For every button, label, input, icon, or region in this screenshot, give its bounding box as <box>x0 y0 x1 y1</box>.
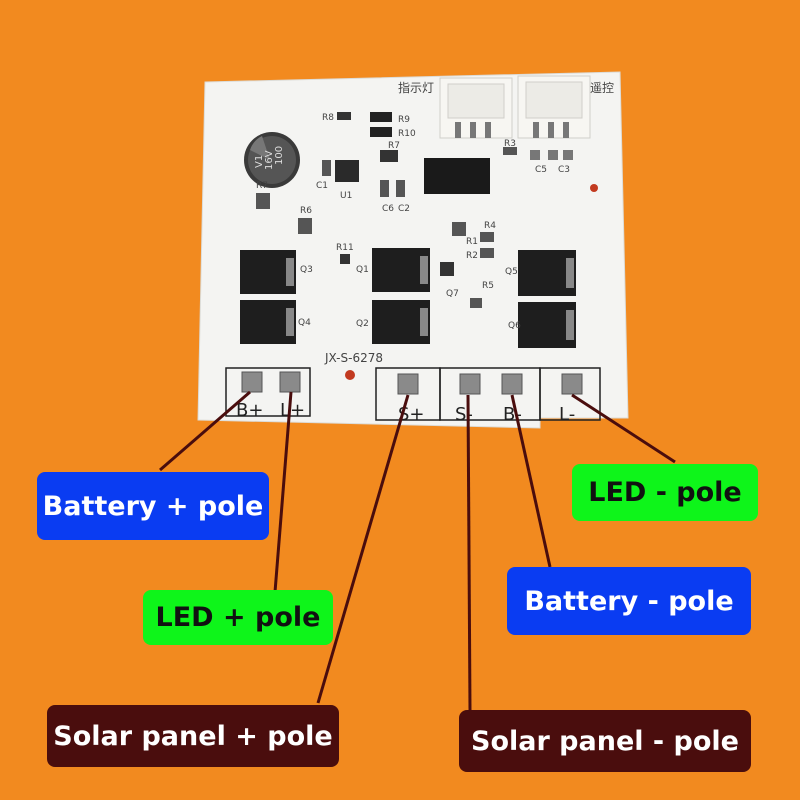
r2-label: R2 <box>466 251 478 261</box>
terminal-pads <box>241 371 583 395</box>
capacitor-marking-3: V1 <box>254 155 265 168</box>
q4-label: Q4 <box>298 318 311 328</box>
terminal-b-plus: B+ <box>236 400 263 421</box>
r4-label: R4 <box>484 221 496 231</box>
leader-battery-minus <box>510 394 552 568</box>
smd-components <box>256 112 598 380</box>
led-plus-label: LED + pole <box>143 590 333 645</box>
solar-minus-label: Solar panel - pole <box>459 710 751 772</box>
capacitor-marking-1: 100 <box>274 146 285 165</box>
remote-connector <box>517 75 591 139</box>
q1-label: Q1 <box>356 265 369 275</box>
terminal-l-plus: L+ <box>280 400 305 421</box>
r6-label: R6 <box>300 206 312 216</box>
r1-label: R1 <box>466 237 478 247</box>
q6-label: Q6 <box>508 321 521 331</box>
c1-label: C1 <box>316 181 328 191</box>
q3-label: Q3 <box>300 265 313 275</box>
battery-minus-label: Battery - pole <box>507 567 751 635</box>
c5-label: C5 <box>535 165 547 175</box>
mosfet-q5 <box>518 250 576 296</box>
r3-label: R3 <box>504 139 516 149</box>
r11-label: R11 <box>336 243 354 253</box>
terminal-l-minus: L- <box>559 404 575 425</box>
mosfet-q3 <box>240 250 296 294</box>
leader-battery-plus <box>159 390 251 472</box>
r9-label: R9 <box>398 115 410 125</box>
leader-led-minus <box>571 393 676 464</box>
r8-label: R8 <box>322 113 334 123</box>
c6-label: C6 <box>382 204 394 214</box>
battery-plus-label: Battery + pole <box>37 472 269 540</box>
indicator-connector-label: 指示灯 <box>398 80 434 95</box>
component-designators: R8 R9 R10 R7 C1 U1 R3 C5 C3 C6 C2 R6 R7 … <box>256 113 570 331</box>
r10-label: R10 <box>398 129 416 139</box>
c3-label: C3 <box>558 165 570 175</box>
r7-label: R7 <box>388 141 400 151</box>
leader-solar-minus <box>466 394 472 711</box>
mosfet-q4 <box>240 300 296 344</box>
board-model: JX-S-6278 <box>324 351 383 365</box>
electrolytic-capacitor: 100 16V V1 <box>244 132 300 188</box>
indicator-connector <box>439 77 513 139</box>
r7-cap-label: R7 <box>256 181 268 191</box>
q2-label: Q2 <box>356 319 369 329</box>
c2-label: C2 <box>398 204 410 214</box>
mosfet-q2 <box>372 300 430 344</box>
leader-solar-plus <box>316 394 410 704</box>
leader-lines <box>159 390 676 711</box>
capacitor-marking-2: 16V <box>264 150 275 170</box>
terminal-s-minus: S- <box>455 404 473 425</box>
pcb-board: 指示灯 遥控 100 16V V1 <box>197 71 629 429</box>
q5-label: Q5 <box>505 267 518 277</box>
terminal-blocks <box>225 367 601 421</box>
led-minus-label: LED - pole <box>572 464 758 521</box>
q7-label: Q7 <box>446 289 459 299</box>
u1-label: U1 <box>340 191 352 201</box>
mosfet-q1 <box>372 248 430 292</box>
r5-label: R5 <box>482 281 494 291</box>
solar-plus-label: Solar panel + pole <box>47 705 339 767</box>
remote-connector-label: 遥控 <box>590 81 614 95</box>
mosfet-q6 <box>518 302 576 348</box>
leader-led-plus <box>273 391 293 593</box>
